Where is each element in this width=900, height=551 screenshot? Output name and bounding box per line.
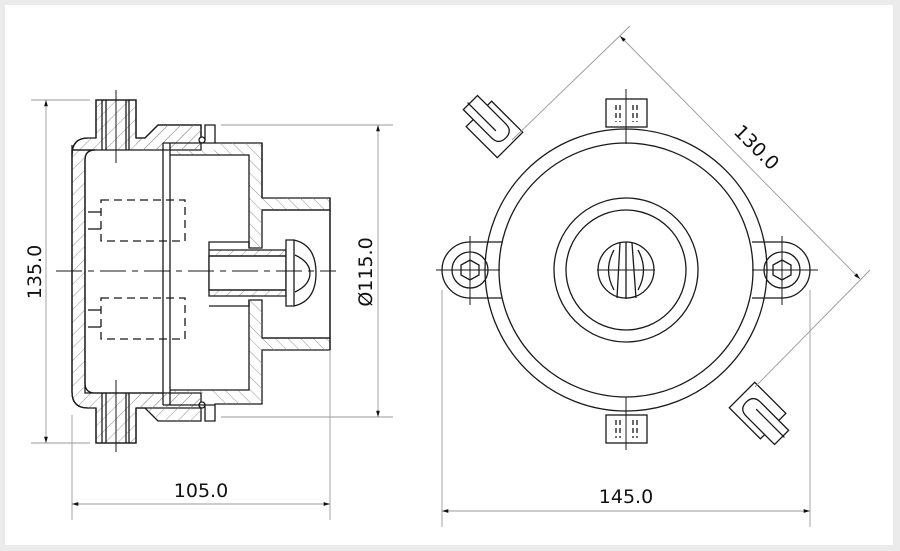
- mount-lug-right: [752, 236, 818, 305]
- terminal-lower-right: [728, 381, 790, 446]
- section-side-view: [56, 90, 336, 452]
- knob-grip-icon: [597, 241, 655, 299]
- boss-bottom: [605, 397, 648, 450]
- dimension-height: 135.0: [24, 99, 90, 444]
- dimension-diagonal: 130.0: [511, 25, 871, 388]
- dimension-depth: 105.0: [71, 350, 331, 520]
- dim-label-height: 135.0: [24, 245, 46, 299]
- mount-lug-left: [436, 236, 502, 305]
- boss-top: [605, 89, 648, 144]
- dim-label-depth: 105.0: [174, 480, 228, 502]
- terminal-upper-left: [462, 94, 524, 159]
- dim-label-diagonal: 130.0: [729, 121, 783, 175]
- dim-label-diameter: Ø115.0: [355, 237, 377, 306]
- dim-label-width: 145.0: [599, 486, 653, 508]
- dimension-width: 145.0: [441, 290, 811, 527]
- dimension-diameter: Ø115.0: [221, 124, 393, 418]
